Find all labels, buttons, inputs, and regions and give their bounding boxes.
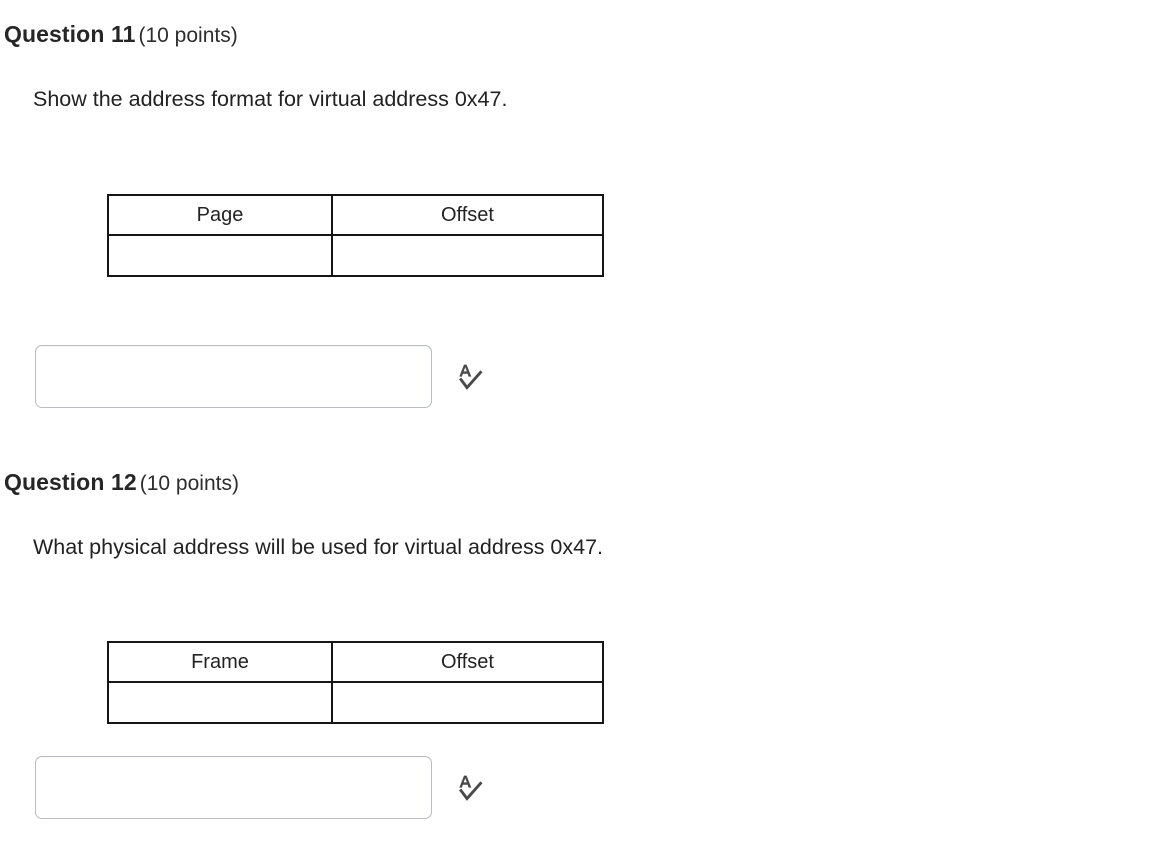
question-11-label: Question 11 (4, 21, 136, 47)
table-row: Frame Offset (107, 641, 604, 683)
table-row (107, 234, 604, 277)
table-cell-offset-value (331, 681, 604, 724)
table-cell-page-value (107, 234, 333, 277)
question-11-answer-input[interactable] (35, 345, 432, 408)
question-12-address-table: Frame Offset (107, 641, 604, 724)
table-header-offset: Offset (331, 641, 604, 683)
question-12-label: Question 12 (4, 469, 137, 495)
question-11-answer-row (35, 345, 487, 408)
question-11-points: (10 points) (138, 24, 238, 47)
question-12-points: (10 points) (139, 472, 239, 495)
question-11-prompt: Show the address format for virtual addr… (33, 87, 508, 111)
question-12-heading: Question 12(10 points) (4, 469, 239, 495)
spellcheck-icon[interactable] (453, 360, 487, 394)
table-header-frame: Frame (107, 641, 333, 683)
question-11-address-table: Page Offset (107, 194, 604, 277)
question-11-heading: Question 11(10 points) (4, 21, 238, 47)
question-12-answer-input[interactable] (35, 756, 432, 819)
question-12-answer-row (35, 756, 487, 819)
table-row: Page Offset (107, 194, 604, 236)
table-row (107, 681, 604, 724)
table-cell-offset-value (331, 234, 604, 277)
table-header-offset: Offset (331, 194, 604, 236)
table-cell-frame-value (107, 681, 333, 724)
question-12-prompt: What physical address will be used for v… (33, 535, 604, 559)
table-header-page: Page (107, 194, 333, 236)
spellcheck-icon[interactable] (453, 771, 487, 805)
